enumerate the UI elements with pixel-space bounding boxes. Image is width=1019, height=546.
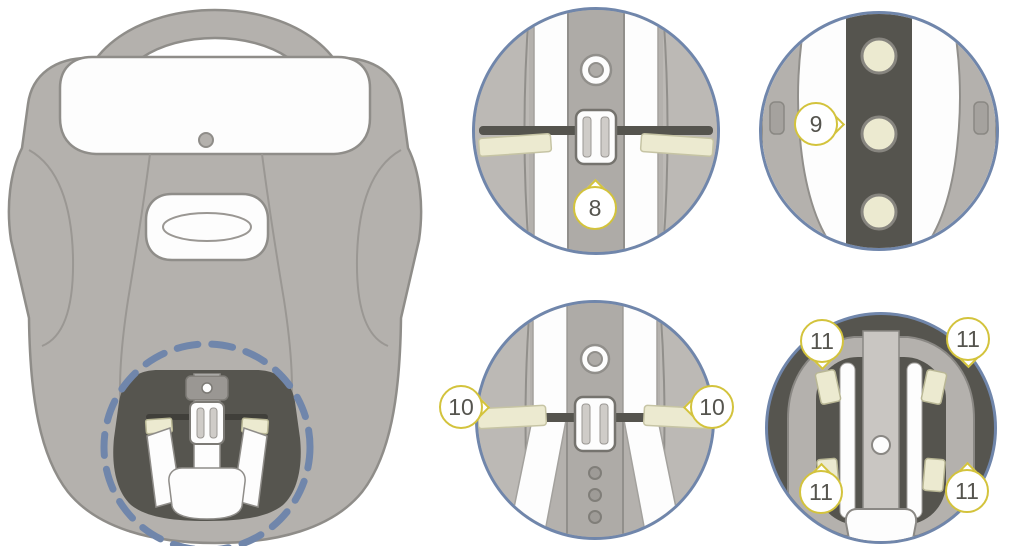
belt-guide-bottom-right xyxy=(922,457,946,493)
callout-11-bottom-right-label: 11 xyxy=(945,469,989,513)
snap-middle xyxy=(860,115,898,153)
center-strap xyxy=(862,330,900,532)
snap-bottom xyxy=(860,193,898,231)
upper-strap-right xyxy=(622,303,658,416)
detail-11-art xyxy=(787,330,975,541)
left-wing-seam xyxy=(28,149,75,347)
callout-11-bottom-left: 11 xyxy=(799,462,843,514)
seat-shell xyxy=(7,56,423,545)
callout-8: 8 xyxy=(573,178,617,230)
grip-cutout xyxy=(144,192,270,262)
callout-11-top-right-label: 11 xyxy=(946,317,990,361)
callout-10-right-label: 10 xyxy=(690,385,734,429)
callout-11-top-left: 11 xyxy=(800,319,844,371)
callout-11-bottom-right: 11 xyxy=(945,461,989,513)
strap-rivet xyxy=(871,435,891,455)
callout-11-top-right: 11 xyxy=(946,317,990,369)
callout-10-right: 10 xyxy=(682,385,734,429)
adjustment-hole xyxy=(588,488,602,502)
snap-top xyxy=(860,37,898,75)
adjuster-buckle xyxy=(189,401,225,445)
buckle-pad xyxy=(844,508,918,541)
detail-10-art xyxy=(478,303,712,537)
belt-guide-top-right xyxy=(920,369,948,405)
right-wing-seam xyxy=(355,149,402,347)
callout-9-label: 9 xyxy=(794,102,838,146)
callout-10-left-label: 10 xyxy=(439,385,483,429)
left-shell-tab xyxy=(769,101,785,135)
pale-strap-left xyxy=(477,132,553,158)
detail-view-10 xyxy=(475,300,715,540)
callout-9: 9 xyxy=(794,102,846,146)
adjustment-hole xyxy=(588,466,602,480)
belt-guide-top-left xyxy=(814,369,842,405)
adjuster-slot-left xyxy=(196,407,205,439)
upper-strap-left xyxy=(532,303,568,416)
callout-11-bottom-left-label: 11 xyxy=(799,470,843,514)
adjuster-slot-right xyxy=(209,407,218,439)
right-shell-panel xyxy=(922,14,996,248)
pale-strap-right xyxy=(639,132,715,158)
callout-10-left: 10 xyxy=(439,385,491,429)
detail-view-8 xyxy=(472,7,720,255)
center-buckle xyxy=(574,108,618,166)
headrest-button xyxy=(198,132,214,148)
buckle-pad xyxy=(168,467,246,520)
side-strap-right xyxy=(906,362,923,519)
right-shell-tab xyxy=(973,101,989,135)
callout-8-label: 8 xyxy=(573,186,617,230)
bracket-rivet xyxy=(201,382,213,394)
callout-11-top-left-label: 11 xyxy=(800,319,844,363)
headrest-panel xyxy=(58,55,372,156)
center-left-seam xyxy=(119,153,151,431)
dashed-highlight-circle xyxy=(100,340,314,546)
seat-rear-view-illustration xyxy=(7,8,423,546)
adjustment-hole xyxy=(588,510,602,524)
center-buckle xyxy=(573,395,617,453)
grip-hole xyxy=(162,212,252,242)
